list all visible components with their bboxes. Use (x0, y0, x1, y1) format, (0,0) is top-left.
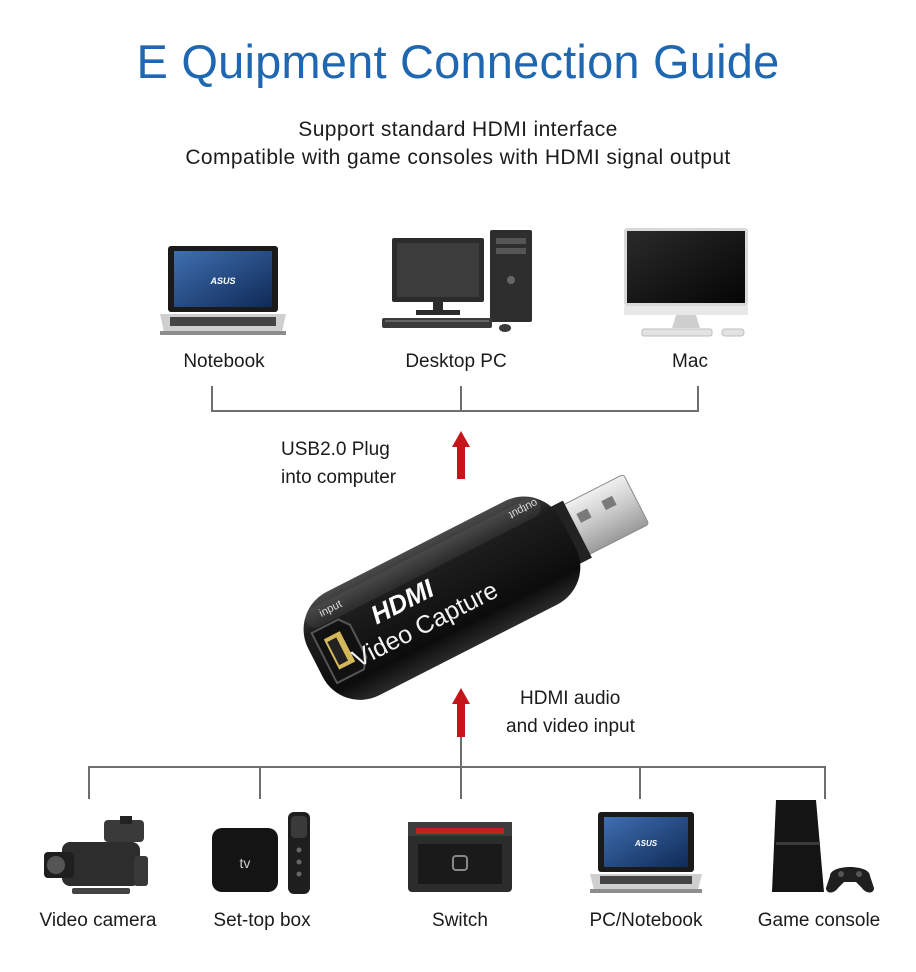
subtitle-line-1: Support standard HDMI interface (298, 118, 618, 141)
desktop-pc-icon (382, 230, 532, 332)
switch-console-icon (408, 822, 512, 892)
notebook-icon: ASUS (160, 246, 286, 335)
asus-logo: ASUS (209, 276, 235, 286)
label-notebook: Notebook (183, 351, 265, 372)
game-console-icon (772, 800, 874, 893)
set-top-box-icon: tv (212, 812, 310, 894)
computer-connector-lines (211, 386, 699, 412)
hdmi-input-note: HDMI audio and video input (506, 685, 635, 741)
label-set-top-box: Set-top box (213, 910, 311, 931)
subtitle-line-2: Compatible with game consoles with HDMI … (185, 146, 731, 169)
pc-notebook-icon: ASUS (590, 812, 702, 893)
label-game-console: Game console (757, 910, 881, 931)
label-mac: Mac (672, 351, 708, 372)
imac-icon (624, 228, 748, 337)
usb-plug-note: USB2.0 Plug into computer (281, 436, 396, 492)
source-connector-lines (88, 737, 826, 799)
usb-note-line-2: into computer (281, 467, 397, 488)
page-title: E Quipment Connection Guide (136, 35, 780, 88)
label-desktop-pc: Desktop PC (405, 351, 507, 372)
label-pc-notebook: PC/Notebook (589, 910, 703, 931)
tv-logo: tv (240, 855, 251, 871)
video-camera-icon (44, 816, 148, 894)
hdmi-note-line-1: HDMI audio (520, 688, 621, 709)
hdmi-note-line-2: and video input (506, 716, 635, 737)
hdmi-capture-device: HDMI Video Capture input output (303, 474, 649, 700)
usb-up-arrow (452, 431, 470, 479)
usb-note-line-1: USB2.0 Plug (281, 439, 390, 460)
label-video-camera: Video camera (39, 910, 157, 931)
hdmi-up-arrow (452, 688, 470, 737)
asus-logo-bottom: ASUS (634, 839, 658, 848)
label-switch: Switch (432, 910, 488, 931)
